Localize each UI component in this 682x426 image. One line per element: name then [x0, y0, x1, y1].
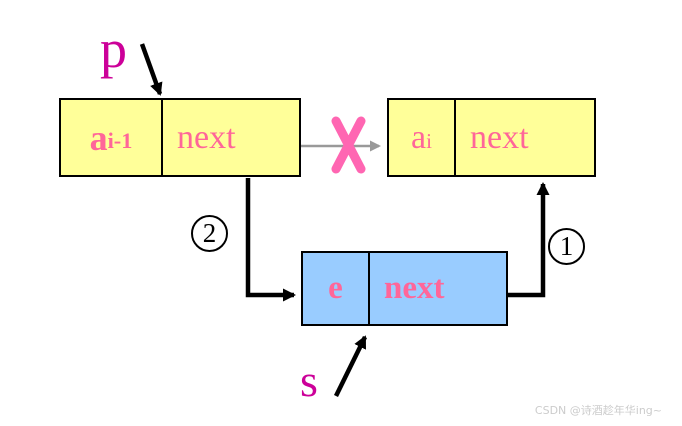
- node-prev-next-label: next: [177, 118, 236, 156]
- node-new-next-cell: next: [370, 253, 506, 324]
- step2-link-arrow: [245, 178, 296, 302]
- cross-out-x-icon: [331, 116, 366, 174]
- node-prev-data-label: a: [89, 117, 108, 158]
- step1-link-arrow: [508, 182, 550, 298]
- step-1-number: 1: [559, 231, 574, 261]
- node-new-data-label: e: [328, 270, 343, 306]
- pointer-s-label: s: [300, 355, 318, 406]
- step-1-badge: 1: [548, 228, 585, 265]
- pointer-s-arrow: [333, 335, 368, 397]
- step-2-number: 2: [202, 218, 217, 248]
- node-new-next-label: next: [384, 270, 445, 306]
- watermark: CSDN @诗酒趁年华ing~: [534, 404, 662, 417]
- node-succ-next-cell: next: [456, 100, 594, 175]
- pointer-p-arrow: [139, 43, 163, 96]
- step-2-badge: 2: [191, 215, 228, 252]
- node-succ-data-label: a: [411, 118, 427, 156]
- node-succ-data-subscript: i: [426, 128, 432, 153]
- node-prev-data-subscript: i-1: [107, 128, 133, 154]
- node-succ-next-label: next: [470, 118, 529, 156]
- node-prev-next-cell: next: [163, 100, 299, 175]
- node-new: e next: [301, 251, 508, 326]
- node-new-data-cell: e: [303, 253, 370, 324]
- pointer-p-label: p: [100, 19, 127, 79]
